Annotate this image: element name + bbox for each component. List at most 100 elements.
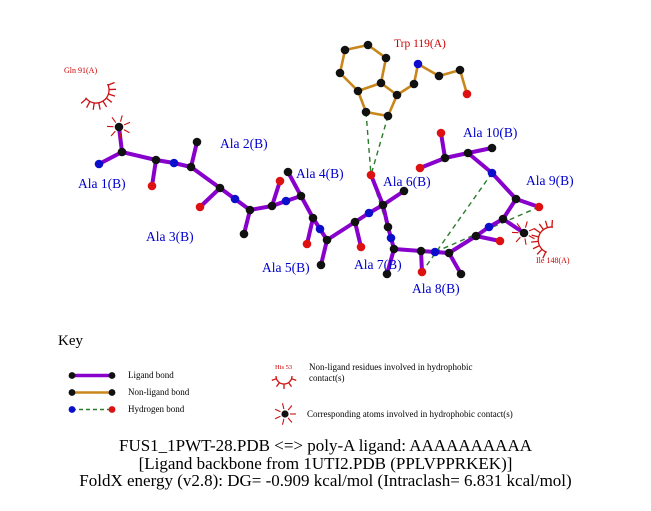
atom-N6 (364, 208, 374, 218)
hydrophobic-atom-spoke (119, 115, 123, 122)
atom-O2 (195, 202, 205, 212)
hydrophobic-residue-symbol: His 53 (271, 364, 297, 389)
ligand-bond-label: Ligand bond (128, 370, 174, 380)
hydrogen-bond (370, 115, 389, 176)
residue-label: Ala 5(B) (262, 260, 310, 275)
arc-lash (271, 378, 277, 382)
hydrophobic-atom-spoke (287, 417, 293, 423)
ligand-bond (286, 170, 303, 198)
hydrophobic-atom-spoke (287, 405, 293, 411)
atom-C2 (215, 183, 225, 193)
residue-label: Ala 4(B) (296, 166, 344, 181)
atom-CA1 (117, 147, 127, 157)
energy-line: FoldX energy (v2.8): DG= -0.909 kcal/mol… (79, 471, 572, 490)
key-nonligand-bond-row: Non-ligand bond (66, 386, 189, 399)
atom-O7 (417, 267, 427, 277)
atom-OXT (415, 163, 425, 173)
hydrophobic-atom-spoke (110, 130, 116, 137)
residue-label: Ala 7(B) (354, 257, 402, 272)
residue-label: Ala 10(B) (463, 125, 517, 140)
arc-lash (275, 382, 280, 387)
hydrophobic-atom-symbol (274, 403, 296, 425)
nonligand-bond-swatch (68, 389, 116, 396)
residue-label: Ala 8(B) (412, 281, 460, 296)
atom-CB5 (316, 260, 326, 270)
hydrophobic-atom-spoke (281, 418, 285, 425)
ligand-bond (418, 156, 447, 170)
residue-label: Ala 9(B) (526, 173, 574, 188)
residue-label: Ala 3(B) (146, 229, 194, 244)
atom-O3 (275, 176, 285, 186)
carbon-atom-dot (68, 389, 76, 396)
atom-t6 (335, 68, 345, 78)
ligand-bond-swatch (68, 372, 116, 379)
atom-N4 (281, 196, 291, 206)
ligand-bond (120, 150, 158, 162)
arc-lash (86, 101, 91, 108)
atom-N7 (386, 233, 396, 243)
atom-t1 (340, 45, 350, 55)
atom-CA3 (245, 205, 255, 215)
atom-CB4 (283, 167, 293, 177)
arc-lash (536, 248, 543, 255)
hydrophobic-atoms-key-label: Corresponding atoms involved in hydropho… (307, 408, 513, 419)
atom-tC (455, 65, 465, 75)
hydrophobic-contact-arc (85, 83, 110, 104)
atom-O5 (356, 242, 366, 252)
atom-C1 (151, 155, 161, 165)
arc-lash (107, 81, 115, 86)
arc-lash (532, 245, 540, 250)
atom-C5 (350, 217, 360, 227)
nonligand-residue-label: Gln 91(A) (64, 66, 97, 75)
nitrogen-atom-dot (68, 406, 76, 413)
atom-C3 (267, 201, 277, 211)
hydrogen-bond (421, 172, 493, 273)
arc-lash (105, 97, 113, 103)
key-hydrophobic-atom-row: Corresponding atoms involved in hydropho… (272, 401, 577, 427)
atom-CB7 (382, 269, 392, 279)
key-title: Key (58, 333, 83, 349)
atom-N9 (484, 222, 494, 232)
atom-CA5 (322, 235, 332, 245)
atom-O8 (495, 236, 505, 246)
key-ligand-bond-row: Ligand bond (66, 369, 174, 382)
ligand-bond (490, 171, 518, 201)
atom-tN (413, 59, 423, 69)
atom-O9 (534, 202, 544, 212)
ligand-bond (150, 158, 158, 188)
arc-lash (102, 100, 108, 108)
hydrophobic-atom-spoke (516, 222, 522, 229)
residue-label: Ala 6(B) (383, 174, 431, 189)
carbon-atom-dot (68, 372, 76, 379)
atom-tO (462, 89, 472, 99)
atom-C9 (511, 194, 521, 204)
hydrophobic-atom-spoke (528, 235, 535, 240)
hydrophobic-atom-spoke (515, 236, 521, 243)
ligand-bond (97, 150, 124, 166)
example-residue-label: His 53 (275, 364, 292, 371)
arc-lash (98, 102, 101, 110)
atom-O10 (436, 128, 446, 138)
atom-CA8 (444, 248, 454, 258)
carbon-atom-dot (108, 372, 116, 379)
atom-O4 (302, 239, 312, 249)
atom-CB9 (519, 228, 529, 238)
atom-t9 (392, 90, 402, 100)
hydrophobic-atom-spoke (281, 403, 285, 410)
oxygen-atom-dot (108, 406, 116, 413)
arc-lash (92, 102, 95, 110)
nonligand-bond-label: Non-ligand bond (128, 387, 190, 397)
nonligand-residue-label: Ile 148(A) (536, 256, 570, 265)
atom-CB8 (456, 269, 466, 279)
atom-t7 (361, 107, 371, 117)
arc-lash (538, 223, 544, 230)
atom-t3 (381, 53, 391, 63)
hydrogen-bond-swatch (68, 406, 116, 413)
atom-N10 (487, 168, 497, 178)
arc-lash (291, 378, 297, 382)
ligand-bond (466, 151, 494, 175)
atom-C6 (383, 222, 393, 232)
atom-CA9 (498, 214, 508, 224)
atom-N5 (315, 224, 325, 234)
ligand-bond (325, 220, 357, 242)
